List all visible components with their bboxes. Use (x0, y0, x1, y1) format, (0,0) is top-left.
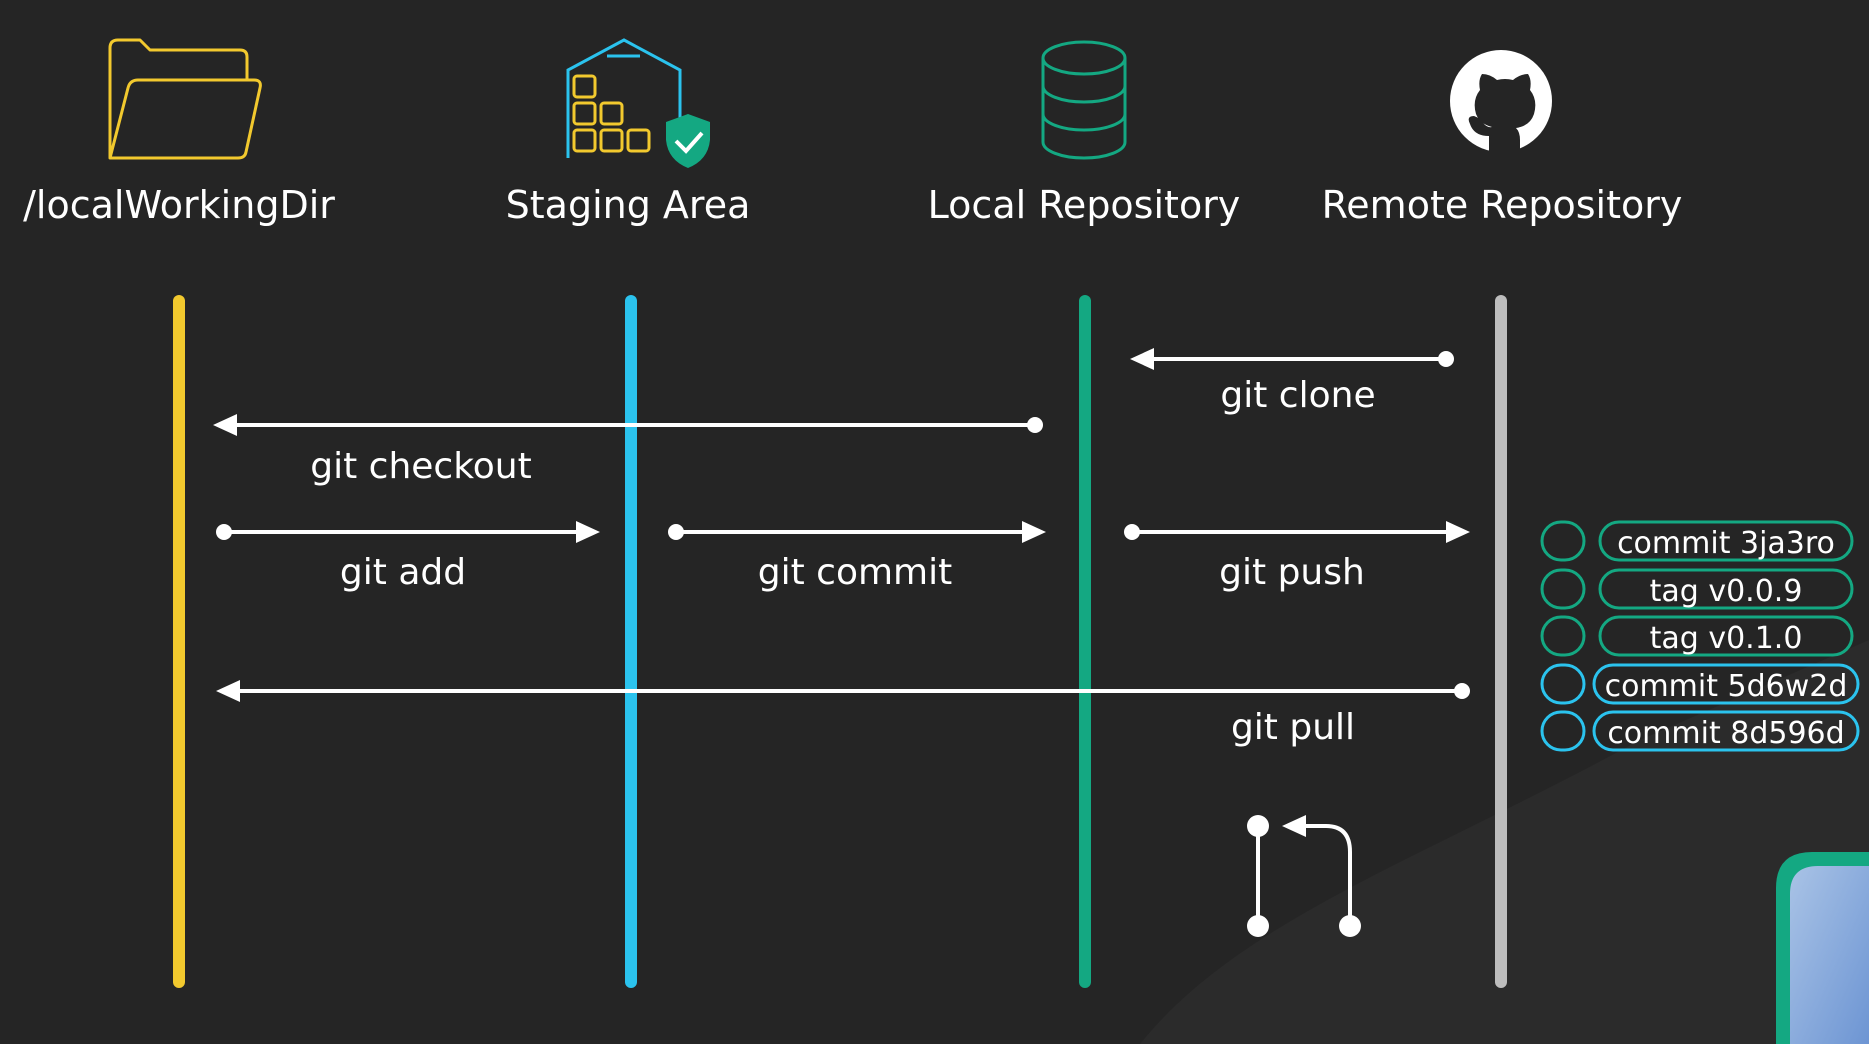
git-commit-arrow (668, 521, 1046, 543)
ref-row: commit 5d6w2d (1540, 663, 1860, 705)
staging-box-shield-icon (566, 38, 710, 168)
git-add-arrow (216, 521, 600, 543)
git-push-arrow (1124, 521, 1470, 543)
github-icon (1450, 50, 1552, 152)
corner-card (1776, 852, 1869, 1044)
pull-request-icon (1247, 815, 1361, 937)
ref-dot (1540, 710, 1586, 752)
ref-row: tag v0.1.0 (1540, 615, 1854, 657)
git-pull-arrow (216, 680, 1470, 702)
database-icon (1041, 40, 1127, 160)
ref-dot (1540, 520, 1586, 562)
git-commit-label: git commit (758, 552, 952, 593)
ref-pill (1592, 663, 1860, 705)
column-label-remote-repository: Remote Repository (1322, 183, 1683, 227)
git-clone-arrow (1130, 348, 1454, 370)
column-label-working-dir: /localWorkingDir (23, 183, 335, 227)
ref-row: tag v0.0.9 (1540, 568, 1854, 610)
ref-dot (1540, 568, 1586, 610)
git-pull-label: git pull (1231, 707, 1355, 748)
git-clone-label: git clone (1220, 375, 1375, 416)
folder-icon (108, 38, 262, 160)
ref-row: commit 8d596d (1540, 710, 1860, 752)
ref-pill (1598, 520, 1854, 562)
column-label-staging-area: Staging Area (506, 183, 751, 227)
ref-dot (1540, 615, 1586, 657)
ref-pill (1598, 615, 1854, 657)
ref-label: commit 8d596d (1607, 716, 1844, 751)
ref-label: commit 5d6w2d (1605, 669, 1848, 704)
git-add-label: git add (340, 552, 466, 593)
git-push-label: git push (1219, 552, 1365, 593)
refs-list: commit 3ja3ro tag v0.0.9 tag v0.1.0 comm… (1540, 520, 1860, 752)
ref-label: tag v0.1.0 (1650, 621, 1803, 656)
ref-label: commit 3ja3ro (1617, 526, 1835, 561)
git-checkout-arrow (213, 414, 1043, 436)
column-label-local-repository: Local Repository (928, 183, 1241, 227)
ref-label: tag v0.0.9 (1650, 574, 1803, 609)
git-checkout-label: git checkout (310, 446, 531, 487)
ref-row: commit 3ja3ro (1540, 520, 1854, 562)
ref-pill (1598, 568, 1854, 610)
ref-pill (1592, 710, 1860, 752)
ref-dot (1540, 663, 1586, 705)
